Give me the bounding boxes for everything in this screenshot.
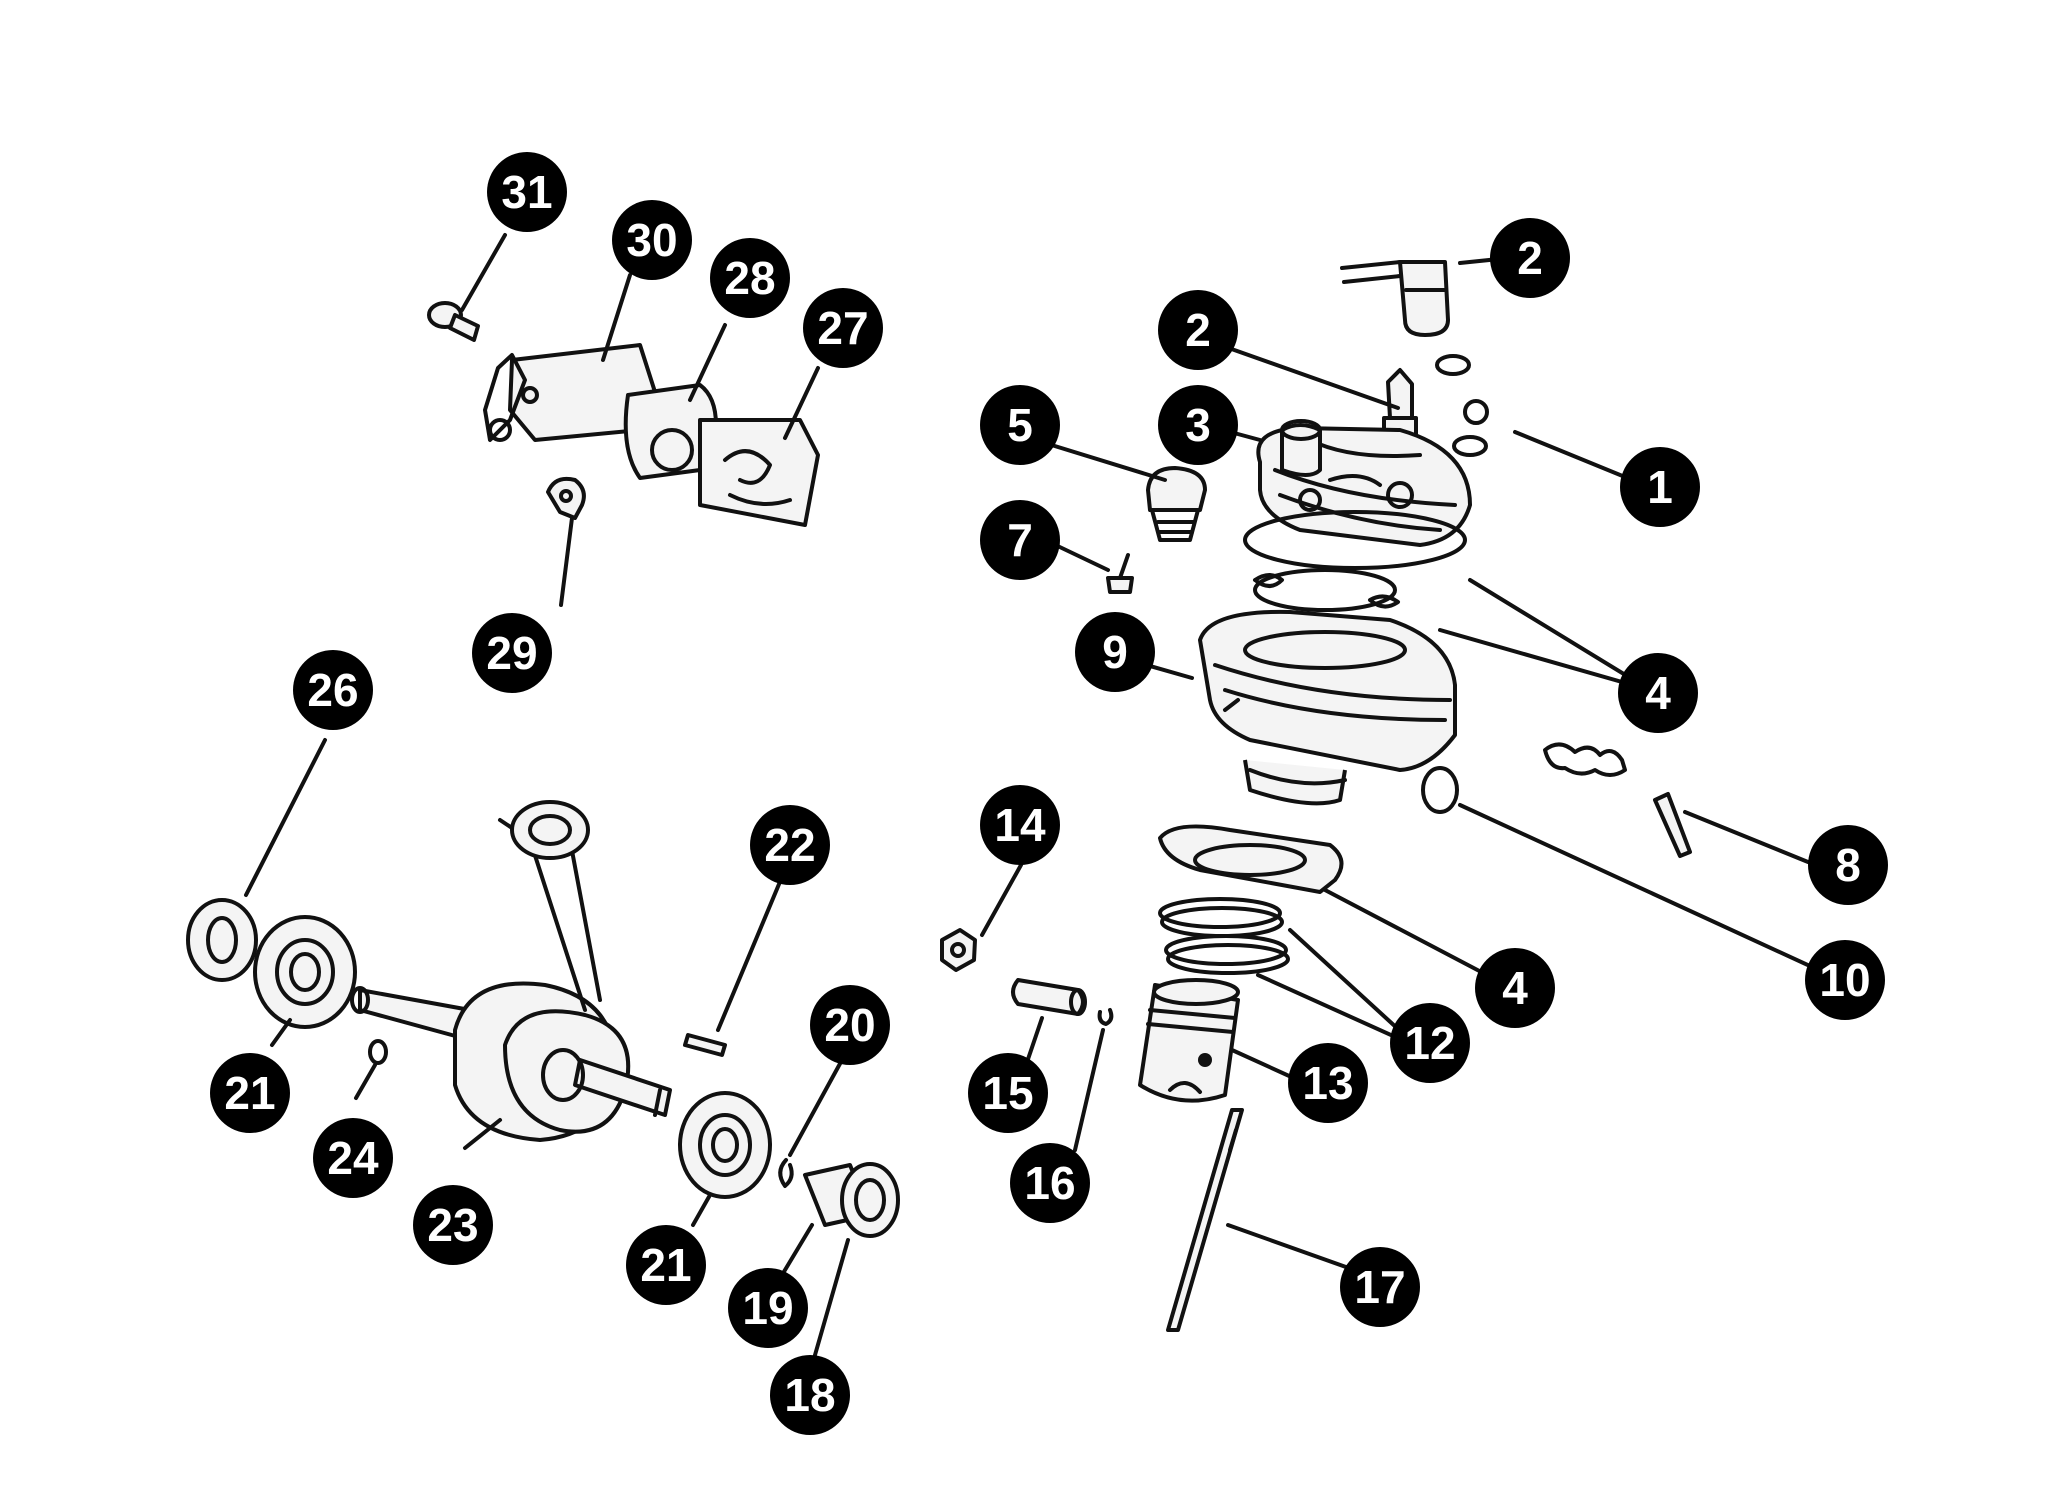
svg-text:20: 20 <box>824 999 875 1051</box>
svg-text:21: 21 <box>224 1067 275 1119</box>
svg-text:21: 21 <box>640 1239 691 1291</box>
svg-text:18: 18 <box>784 1369 835 1421</box>
washers-part <box>1435 354 1489 457</box>
callout-8: 8 <box>1808 825 1888 905</box>
svg-text:10: 10 <box>1819 954 1870 1006</box>
svg-text:8: 8 <box>1835 839 1861 891</box>
cylinder-head-part <box>1256 419 1472 547</box>
piston-part <box>1138 978 1240 1103</box>
shaft-seal-part <box>803 1162 900 1238</box>
svg-text:23: 23 <box>427 1199 478 1251</box>
crankshaft-part <box>350 800 672 1142</box>
o-ring-part <box>1421 766 1459 814</box>
svg-text:2: 2 <box>1185 304 1211 356</box>
callout-26: 26 <box>293 650 373 730</box>
callout-28: 28 <box>710 238 790 318</box>
nut-part <box>940 928 977 972</box>
svg-text:3: 3 <box>1185 399 1211 451</box>
callout-16: 16 <box>1010 1143 1090 1223</box>
svg-text:9: 9 <box>1102 626 1128 678</box>
callout-30: 30 <box>612 200 692 280</box>
callout-24: 24 <box>313 1118 393 1198</box>
callout-27: 27 <box>803 288 883 368</box>
oil-seal-left-part <box>186 898 258 982</box>
svg-text:4: 4 <box>1502 962 1528 1014</box>
callout-13: 13 <box>1288 1043 1368 1123</box>
callout-1: 1 <box>1620 447 1700 527</box>
bolt-part <box>427 301 480 342</box>
callout-14: 14 <box>980 785 1060 865</box>
callout-4-upper: 4 <box>1618 653 1698 733</box>
bearing-left-part <box>253 915 357 1029</box>
bearing-right-part <box>678 1091 772 1199</box>
callout-18: 18 <box>770 1355 850 1435</box>
svg-text:22: 22 <box>764 819 815 871</box>
svg-text:24: 24 <box>327 1132 379 1184</box>
callout-22: 22 <box>750 805 830 885</box>
fastener-part <box>546 476 586 520</box>
callout-17: 17 <box>1340 1247 1420 1327</box>
svg-text:30: 30 <box>626 214 677 266</box>
callout-3: 3 <box>1158 385 1238 465</box>
piston-pin-part <box>1011 978 1087 1016</box>
svg-text:4: 4 <box>1645 667 1671 719</box>
svg-text:27: 27 <box>817 302 868 354</box>
svg-text:13: 13 <box>1302 1057 1353 1109</box>
callout-15: 15 <box>968 1053 1048 1133</box>
spring-clip-part <box>1543 742 1692 858</box>
woodruff-key-part <box>368 1039 388 1065</box>
callout-9: 9 <box>1075 612 1155 692</box>
svg-text:19: 19 <box>742 1282 793 1334</box>
svg-text:5: 5 <box>1007 399 1033 451</box>
callout-21-right: 21 <box>626 1225 706 1305</box>
callout-19: 19 <box>728 1268 808 1348</box>
svg-text:15: 15 <box>982 1067 1033 1119</box>
head-gasket-part <box>1243 510 1467 570</box>
svg-text:26: 26 <box>307 664 358 716</box>
callout-29: 29 <box>472 613 552 693</box>
circlip-part <box>1097 1008 1114 1026</box>
svg-text:31: 31 <box>501 166 552 218</box>
cylinder-gasket-upper-part <box>1253 568 1400 612</box>
svg-text:17: 17 <box>1354 1261 1405 1313</box>
callout-31: 31 <box>487 152 567 232</box>
callout-23: 23 <box>413 1185 493 1265</box>
callout-21-left: 21 <box>210 1053 290 1133</box>
svg-text:2: 2 <box>1517 232 1543 284</box>
cylinder-part <box>1198 609 1457 806</box>
screw-part <box>1106 553 1134 594</box>
leader-lines <box>244 233 1838 1357</box>
callout-5: 5 <box>980 385 1060 465</box>
svg-text:12: 12 <box>1404 1017 1455 1069</box>
svg-text:16: 16 <box>1024 1157 1075 1209</box>
cylinder-base-gasket-part <box>1158 824 1344 894</box>
svg-text:14: 14 <box>994 799 1046 851</box>
small-key-part <box>683 1033 727 1057</box>
svg-text:28: 28 <box>724 252 775 304</box>
ignition-bracket-part <box>483 343 820 527</box>
svg-text:29: 29 <box>486 627 537 679</box>
callout-10: 10 <box>1805 940 1885 1020</box>
spark-plug-cap-part <box>1340 260 1450 337</box>
callout-4-lower: 4 <box>1475 948 1555 1028</box>
callout-2-top: 2 <box>1490 218 1570 298</box>
piston-rings-part <box>1158 897 1290 975</box>
stud-part <box>1166 1108 1244 1332</box>
callout-7: 7 <box>980 500 1060 580</box>
svg-text:1: 1 <box>1647 461 1673 513</box>
callout-2-lower: 2 <box>1158 290 1238 370</box>
callout-12: 12 <box>1390 1003 1470 1083</box>
retaining-ring-part <box>778 1158 794 1188</box>
callout-20: 20 <box>810 985 890 1065</box>
svg-text:7: 7 <box>1007 514 1033 566</box>
